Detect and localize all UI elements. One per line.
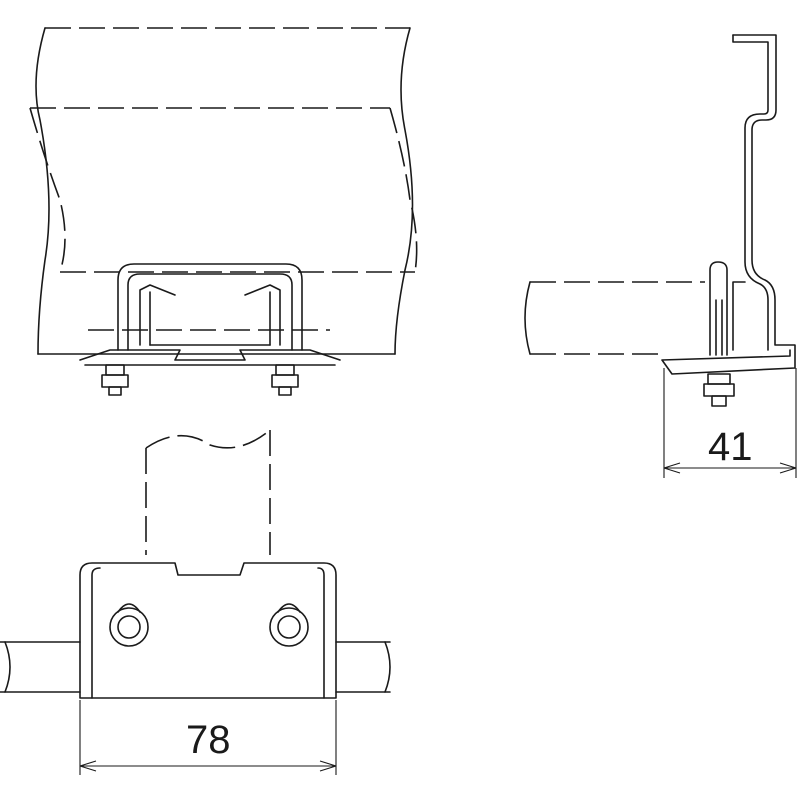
- dimension-78: 78: [186, 718, 231, 762]
- front-view: [29, 27, 418, 396]
- dimension-41: 41: [708, 425, 753, 469]
- bottom-view: 78: [0, 429, 391, 775]
- side-view: 41: [524, 34, 797, 478]
